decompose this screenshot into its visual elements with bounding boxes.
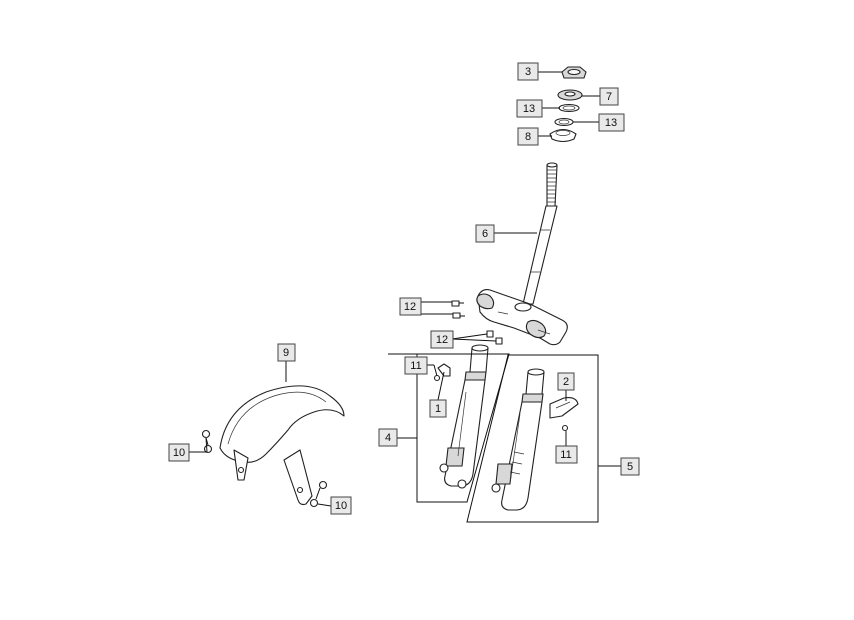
svg-text:6: 6 bbox=[482, 228, 488, 240]
svg-text:8: 8 bbox=[525, 131, 531, 143]
svg-text:2: 2 bbox=[563, 376, 569, 388]
svg-text:1: 1 bbox=[435, 403, 441, 415]
fork-leg-right-part-5 bbox=[491, 368, 545, 511]
svg-text:12: 12 bbox=[404, 301, 416, 313]
washer-part-7 bbox=[557, 89, 583, 101]
group-outline-part-5 bbox=[466, 354, 599, 523]
callout-13-upper: 13 bbox=[516, 99, 543, 118]
callout-5: 5 bbox=[620, 457, 640, 476]
callout-12-upper: 12 bbox=[399, 297, 422, 316]
svg-text:10: 10 bbox=[335, 500, 347, 512]
callout-9: 9 bbox=[277, 343, 296, 362]
leader-lines bbox=[188, 71, 621, 507]
callout-6: 6 bbox=[475, 224, 495, 243]
screw-part-10-right bbox=[309, 480, 328, 508]
screw-part-11-right bbox=[561, 424, 569, 432]
callout-3: 3 bbox=[517, 62, 539, 81]
group-outline-part-4 bbox=[388, 353, 510, 503]
svg-text:5: 5 bbox=[627, 461, 633, 473]
bracket-part-2 bbox=[549, 397, 579, 419]
bolt-part-12-lower bbox=[486, 330, 503, 345]
svg-text:3: 3 bbox=[525, 66, 531, 78]
svg-text:7: 7 bbox=[606, 91, 612, 103]
svg-text:12: 12 bbox=[436, 334, 448, 346]
bolt-part-12-upper bbox=[451, 300, 464, 307]
bearing-part-13-upper bbox=[558, 103, 580, 113]
svg-text:13: 13 bbox=[523, 103, 535, 115]
callout-4: 4 bbox=[378, 428, 398, 447]
callout-7: 7 bbox=[599, 87, 619, 106]
screw-part-11-left bbox=[433, 374, 441, 382]
svg-text:9: 9 bbox=[283, 347, 289, 359]
callout-11-right: 11 bbox=[555, 445, 578, 464]
callout-10-left: 10 bbox=[168, 443, 190, 462]
svg-text:13: 13 bbox=[605, 117, 617, 129]
callout-1: 1 bbox=[429, 399, 447, 418]
svg-text:4: 4 bbox=[385, 432, 391, 444]
callout-10-right: 10 bbox=[330, 496, 352, 515]
steering-stem-part-6 bbox=[476, 162, 568, 346]
svg-text:11: 11 bbox=[560, 449, 571, 461]
callout-13-lower: 13 bbox=[598, 113, 625, 132]
callout-11-left: 11 bbox=[404, 356, 428, 375]
callout-12-lower: 12 bbox=[430, 330, 454, 349]
svg-text:11: 11 bbox=[410, 360, 421, 372]
svg-text:10: 10 bbox=[173, 447, 185, 459]
cup-part-8 bbox=[549, 128, 577, 143]
callout-2: 2 bbox=[557, 372, 575, 391]
bearing-part-13-lower bbox=[554, 117, 574, 127]
bolt-part-12-middle bbox=[452, 312, 465, 319]
mudguard-part-9 bbox=[219, 385, 345, 506]
callout-8: 8 bbox=[517, 127, 539, 146]
fork-leg-left-part-4 bbox=[439, 344, 489, 489]
ring-nut-part-3 bbox=[561, 66, 587, 79]
